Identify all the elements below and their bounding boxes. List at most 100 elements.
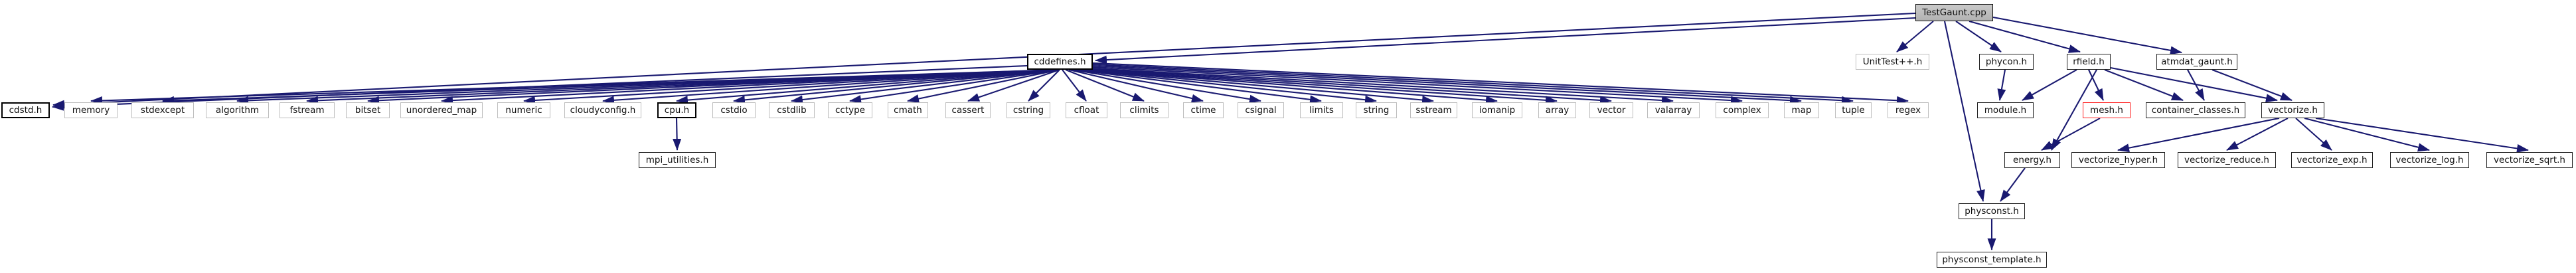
node-vectorize_hyper[interactable]: vectorize_hyper.h — [2071, 152, 2165, 168]
node-energy[interactable]: energy.h — [2004, 152, 2060, 168]
node-string[interactable]: string — [1356, 102, 1397, 118]
edge-vectorize-to-vectorize_reduce — [2226, 118, 2289, 151]
node-tuple[interactable]: tuple — [1835, 102, 1872, 118]
node-cassert[interactable]: cassert — [945, 102, 991, 118]
node-cddefines[interactable]: cddefines.h — [1027, 54, 1093, 70]
node-label: ctime — [1190, 105, 1216, 116]
node-label: numeric — [505, 105, 542, 116]
edge-testgaunt-to-unittest — [1896, 21, 1934, 52]
edge-cddefines-to-cassert — [967, 69, 1060, 102]
edge-vectorize-to-vectorize_sqrt — [2315, 117, 2529, 153]
node-iomanip[interactable]: iomanip — [1472, 102, 1522, 118]
node-cstdio[interactable]: cstdio — [712, 102, 756, 118]
node-unittest[interactable]: UnitTest++.h — [1856, 54, 1929, 70]
node-label: vectorize_log.h — [2395, 155, 2464, 165]
node-vectorize_reduce[interactable]: vectorize_reduce.h — [2178, 152, 2276, 168]
node-map[interactable]: map — [1784, 102, 1819, 118]
node-label: cctype — [835, 105, 865, 116]
node-label: physconst_template.h — [1942, 254, 2042, 265]
node-atmdat_gaunt[interactable]: atmdat_gaunt.h — [2156, 54, 2237, 70]
node-label: atmdat_gaunt.h — [2161, 56, 2233, 67]
edge-cddefines-to-climits — [1065, 69, 1145, 102]
node-vectorize_sqrt[interactable]: vectorize_sqrt.h — [2486, 152, 2573, 168]
node-sstream[interactable]: sstream — [1410, 102, 1457, 118]
edge-cddefines-to-vector — [1090, 68, 1612, 105]
node-phycon[interactable]: phycon.h — [1979, 54, 2034, 70]
node-label: energy.h — [2013, 155, 2052, 165]
node-memory[interactable]: memory — [64, 102, 118, 118]
node-vectorize[interactable]: vectorize.h — [2261, 102, 2324, 118]
node-physconst[interactable]: physconst.h — [1959, 203, 2025, 219]
node-cstring[interactable]: cstring — [1006, 102, 1050, 118]
node-label: vectorize_reduce.h — [2184, 155, 2269, 165]
node-mpi_utilities[interactable]: mpi_utilities.h — [639, 152, 716, 168]
node-label: csignal — [1245, 105, 1277, 116]
node-limits[interactable]: limits — [1300, 102, 1343, 118]
node-label: physconst.h — [1965, 206, 2019, 217]
node-vector[interactable]: vector — [1589, 102, 1633, 118]
node-container_classes[interactable]: container_classes.h — [2146, 102, 2245, 118]
node-label: phycon.h — [1985, 56, 2028, 67]
node-complex[interactable]: complex — [1716, 102, 1769, 118]
edge-testgaunt-to-atmdat_gaunt — [1992, 16, 2182, 55]
node-climits[interactable]: climits — [1120, 102, 1168, 118]
edge-vectorize-to-vectorize_hyper — [2117, 117, 2280, 153]
node-unordered_map[interactable]: unordered_map — [400, 102, 483, 118]
node-array[interactable]: array — [1538, 102, 1576, 118]
node-module[interactable]: module.h — [1977, 102, 2034, 118]
node-label: cpu.h — [664, 105, 690, 116]
node-algorithm[interactable]: algorithm — [206, 102, 269, 118]
node-physconst_template[interactable]: physconst_template.h — [1937, 252, 2047, 268]
node-cpu[interactable]: cpu.h — [657, 102, 696, 118]
node-label: fstream — [289, 105, 325, 116]
node-label: cfloat — [1074, 105, 1099, 116]
edge-rfield-to-module — [2022, 69, 2077, 101]
node-label: mesh.h — [2090, 105, 2123, 116]
node-cdstd[interactable]: cdstd.h — [1, 102, 50, 118]
node-label: iomanip — [1479, 105, 1516, 116]
node-vectorize_exp[interactable]: vectorize_exp.h — [2291, 152, 2373, 168]
node-cstdlib[interactable]: cstdlib — [769, 102, 815, 118]
edge-cddefines-to-ctime — [1068, 68, 1204, 103]
node-fstream[interactable]: fstream — [280, 102, 335, 118]
node-label: mpi_utilities.h — [645, 155, 709, 165]
node-label: algorithm — [215, 105, 260, 116]
edge-cddefines-to-cfloat — [1062, 69, 1087, 102]
edge-atmdat_gaunt-to-container_classes — [2187, 69, 2205, 101]
edge-rfield-to-container_classes — [2104, 69, 2184, 101]
node-valarray[interactable]: valarray — [1647, 102, 1700, 118]
node-cloudyconfig[interactable]: cloudyconfig.h — [564, 102, 641, 118]
node-label: complex — [1723, 105, 1761, 116]
node-regex[interactable]: regex — [1888, 102, 1929, 118]
node-csignal[interactable]: csignal — [1238, 102, 1284, 118]
edge-mesh-to-energy — [2041, 118, 2101, 151]
node-label: unordered_map — [406, 105, 477, 116]
node-label: UnitTest++.h — [1862, 56, 1923, 67]
node-label: tuple — [1842, 105, 1865, 116]
node-bitset[interactable]: bitset — [346, 102, 390, 118]
node-label: cddefines.h — [1034, 56, 1086, 67]
node-label: rfield.h — [2073, 56, 2105, 67]
node-label: module.h — [1984, 105, 2027, 116]
node-cfloat[interactable]: cfloat — [1066, 102, 1107, 118]
node-label: vector — [1597, 105, 1626, 116]
node-stdexcept[interactable]: stdexcept — [131, 102, 194, 118]
node-numeric[interactable]: numeric — [497, 102, 550, 118]
node-cmath[interactable]: cmath — [888, 102, 928, 118]
node-label: container_classes.h — [2151, 105, 2240, 116]
node-vectorize_log[interactable]: vectorize_log.h — [2390, 152, 2469, 168]
edge-testgaunt-to-rfield — [1969, 20, 2081, 53]
edge-cddefines-to-tuple — [1092, 63, 1854, 105]
node-rfield[interactable]: rfield.h — [2067, 54, 2111, 70]
node-mesh[interactable]: mesh.h — [2083, 102, 2131, 118]
node-label: limits — [1309, 105, 1334, 116]
edge-cddefines-to-cctype — [849, 68, 1060, 104]
node-ctime[interactable]: ctime — [1183, 102, 1224, 118]
edge-vectorize-to-vectorize_log — [2304, 117, 2430, 152]
edge-cddefines-to-cstdlib — [791, 68, 1060, 104]
node-cctype[interactable]: cctype — [828, 102, 872, 118]
node-testgaunt[interactable]: TestGaunt.cpp — [1915, 4, 1993, 21]
node-label: cdstd.h — [9, 105, 42, 116]
